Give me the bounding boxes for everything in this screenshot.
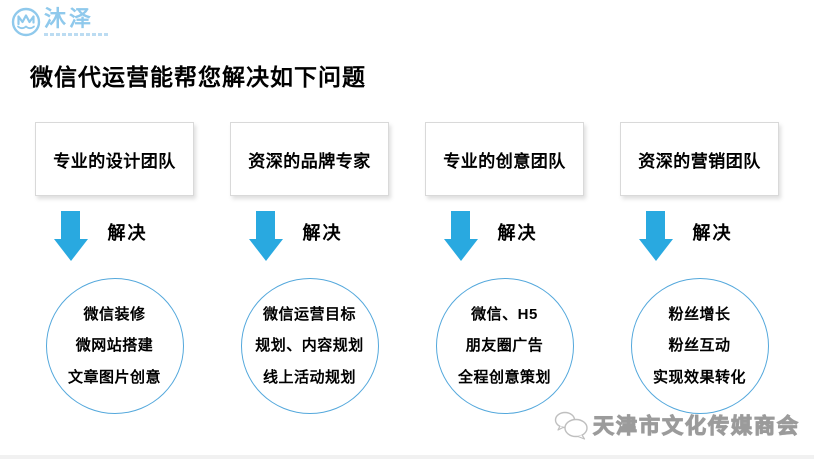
solution-circle: 微信运营目标 规划、内容规划 线上活动规划 <box>240 278 379 414</box>
team-box: 资深的营销团队 <box>620 122 779 196</box>
solution-circle: 微信装修 微网站搭建 文章图片创意 <box>45 278 184 414</box>
solve-label: 解决 <box>107 223 148 243</box>
chat-bubbles-icon <box>554 411 588 440</box>
arrow-row: 解决 <box>620 211 779 263</box>
arrow-row: 解决 <box>230 211 389 263</box>
logo-tagline <box>44 33 110 36</box>
solve-label: 解决 <box>497 223 538 243</box>
circle-line: 粉丝增长 <box>668 305 731 323</box>
bottom-divider <box>0 455 814 459</box>
columns: 专业的设计团队 解决 微信装修 微网站搭建 文章图片创意 资深的品牌专家 <box>35 122 779 414</box>
down-arrow-icon <box>53 211 88 261</box>
circle-line: 微信运营目标 <box>262 305 356 323</box>
down-arrow-icon <box>443 211 478 261</box>
logo-text: 沐泽 <box>44 7 110 36</box>
team-box: 专业的设计团队 <box>35 122 194 196</box>
circle-line: 粉丝互动 <box>668 337 731 355</box>
circle-line: 微网站搭建 <box>75 337 154 355</box>
circle-line: 线上活动规划 <box>262 368 356 386</box>
solve-label: 解决 <box>302 223 343 243</box>
circle-line: 实现效果转化 <box>652 368 746 386</box>
down-arrow-icon <box>248 211 283 261</box>
circle-line: 微信、H5 <box>471 305 538 323</box>
circle-line: 全程创意策划 <box>457 368 551 386</box>
arrow-row: 解决 <box>425 211 584 263</box>
down-arrow-icon <box>638 211 673 261</box>
column-marketing: 资深的营销团队 解决 粉丝增长 粉丝互动 实现效果转化 <box>620 122 779 414</box>
footer-watermark: 天津市文化传媒商会 <box>553 410 800 440</box>
team-box: 专业的创意团队 <box>425 122 584 196</box>
column-brand: 资深的品牌专家 解决 微信运营目标 规划、内容规划 线上活动规划 <box>230 122 389 414</box>
circle-line: 朋友圈广告 <box>465 337 544 355</box>
page-title: 微信代运营能帮您解决如下问题 <box>30 64 366 90</box>
solve-label: 解决 <box>692 223 733 243</box>
muze-logo-icon <box>11 7 41 37</box>
solution-circle: 微信、H5 朋友圈广告 全程创意策划 <box>435 278 574 414</box>
solution-circle: 粉丝增长 粉丝互动 实现效果转化 <box>630 278 769 414</box>
team-box: 资深的品牌专家 <box>230 122 389 196</box>
circle-line: 微信装修 <box>83 305 146 323</box>
column-creative: 专业的创意团队 解决 微信、H5 朋友圈广告 全程创意策划 <box>425 122 584 414</box>
logo-name: 沐泽 <box>44 6 95 31</box>
footer-organization: 天津市文化传媒商会 <box>593 415 800 439</box>
circle-line: 文章图片创意 <box>67 368 161 386</box>
circle-line: 规划、内容规划 <box>255 337 364 355</box>
logo: 沐泽 <box>11 7 110 37</box>
column-design: 专业的设计团队 解决 微信装修 微网站搭建 文章图片创意 <box>35 122 194 414</box>
arrow-row: 解决 <box>35 211 194 263</box>
